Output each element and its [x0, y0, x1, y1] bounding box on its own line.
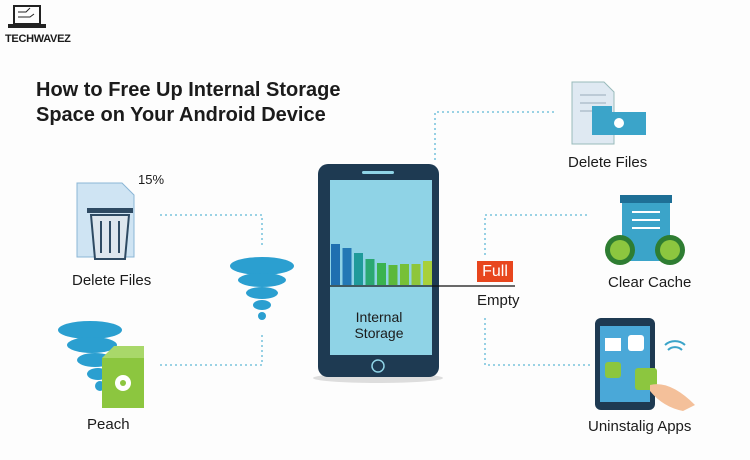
- clear-cache-label: Clear Cache: [608, 274, 692, 291]
- storage-bar: [331, 244, 340, 285]
- apps-phone-icon: [595, 318, 695, 411]
- tornado-app-icon: [58, 321, 144, 408]
- brand-logo-text: TECHWAVEZ: [5, 33, 71, 45]
- storage-bar: [423, 261, 432, 285]
- full-badge: Full: [477, 261, 513, 282]
- trash-document-icon: [76, 182, 135, 260]
- peach-label: Peach: [87, 416, 130, 433]
- label-line-1: Internal: [355, 309, 403, 325]
- title-line-2: Space on Your Android Device: [36, 104, 326, 126]
- title-line-1: How to Free Up Internal Storage: [36, 79, 341, 101]
- folder-document-icon: [571, 81, 646, 145]
- storage-bar: [388, 265, 398, 285]
- storage-bar: [365, 259, 375, 285]
- phone-illustration: [313, 164, 515, 383]
- cache-bin-icon: [605, 195, 685, 265]
- storage-bar: [354, 253, 363, 285]
- page-title: How to Free Up Internal Storage Space on…: [36, 78, 340, 128]
- uninstall-apps-label: Uninstalig Apps: [588, 418, 692, 435]
- storage-bar: [400, 264, 409, 285]
- tornado-icon: [230, 257, 294, 320]
- internal-storage-label: Internal Storage: [348, 309, 410, 341]
- storage-bar: [377, 263, 386, 285]
- percent-label: 15%: [138, 172, 165, 187]
- label-line-2: Storage: [354, 325, 404, 341]
- laptop-logo-icon: [8, 5, 46, 28]
- connector-lines: [160, 111, 590, 366]
- storage-bar: [342, 248, 352, 285]
- delete-files-left-label: Delete Files: [72, 272, 152, 289]
- delete-files-right-label: Delete Files: [568, 154, 648, 171]
- storage-bar: [411, 264, 421, 285]
- empty-label: Empty: [477, 292, 520, 309]
